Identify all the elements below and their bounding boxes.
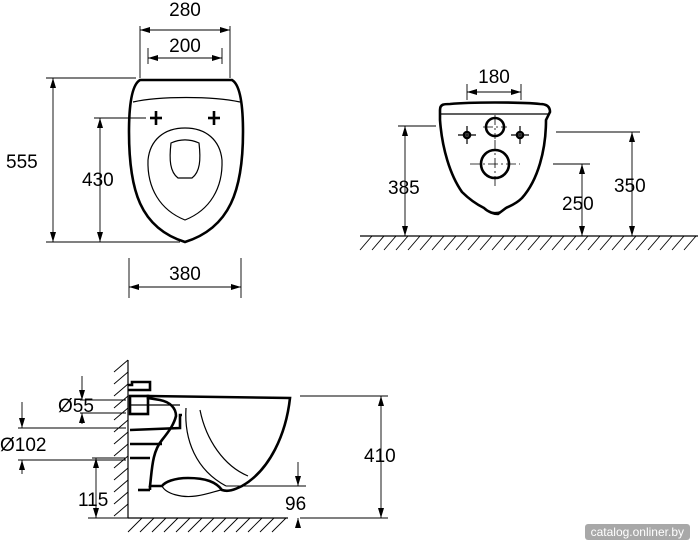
top-view-inner-bowl [147,127,223,221]
floor-hatch [359,235,697,251]
side-view-outline [146,394,292,493]
dim-outlet-projection: 96 [285,494,306,515]
front-view: 180 385 250 350 [359,67,698,251]
front-fixing-hole-left-icon [458,126,476,144]
dim-outlet-diameter: Ø102 [0,435,46,456]
front-fixing-hole-right-icon [511,126,529,144]
dim-rim-height: 350 [614,176,646,197]
top-view-outline [127,78,245,244]
fixing-hole-left-icon [150,111,162,125]
wall-hatch [113,359,129,517]
side-view: Ø55 Ø102 115 96 410 [0,359,396,533]
dim-overall-length: 555 [6,152,38,173]
top-view-back-curve [132,96,241,103]
top-view-water-area [169,139,201,179]
watermark: catalog.onliner.by [584,524,690,540]
dim-outlet-center-height: 250 [562,194,594,215]
dim-front-fixing-spacing: 180 [478,67,510,88]
dim-inlet-diameter: Ø55 [58,396,94,417]
dim-overall-width: 280 [169,0,201,21]
dim-side-rim-height: 410 [364,446,396,467]
dim-fixing-height: 385 [388,178,420,199]
front-view-outline [438,101,552,216]
dim-outlet-height: 115 [78,490,108,511]
side-floor-hatch [127,517,287,533]
dim-fixing-spacing: 200 [169,36,201,57]
side-view-outlet-pipe [129,413,182,460]
side-view-back-plate [128,380,152,392]
top-view: 280 200 555 430 380 [6,0,245,298]
fixing-hole-right-icon [208,111,220,125]
dim-fixing-to-front: 430 [82,170,114,191]
dim-bowl-width: 380 [169,264,201,285]
